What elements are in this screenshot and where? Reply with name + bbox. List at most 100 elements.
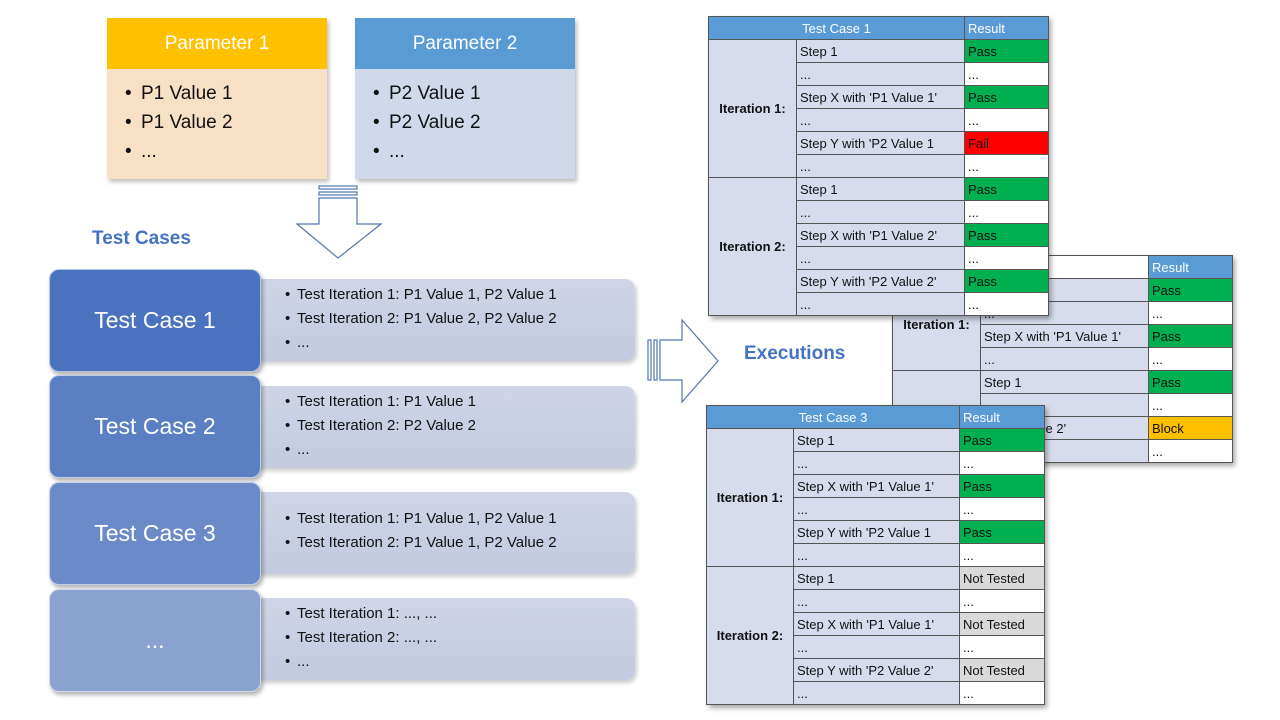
result-cell: ... [959,635,1045,659]
result-cell: ... [964,62,1049,86]
table-row: Step X with 'P1 Value 2'Pass [709,223,1049,247]
result-cell: Not Tested [959,658,1045,682]
result-cell: ... [964,200,1049,224]
result-cell: Not Tested [959,566,1045,590]
table-row: Step X with 'P1 Value 1'Pass [709,85,1049,109]
result-cell: ... [959,497,1045,521]
result-cell: ... [964,292,1049,316]
result-cell: Not Tested [959,612,1045,636]
step-cell: ... [793,543,960,567]
parameter-1-header: Parameter 1 [107,18,327,69]
test-case-1-iterations: Test Iteration 1: P1 Value 1, P2 Value 1… [255,279,635,361]
iteration-item: Test Iteration 1: P1 Value 1, P2 Value 1 [285,283,635,307]
right-arrow-icon [647,318,719,404]
step-cell: Step X with 'P1 Value 1' [793,612,960,636]
result-cell: Pass [1148,370,1234,394]
step-cell: ... [793,589,960,613]
step-cell: Step Y with 'P2 Value 2' [796,269,965,293]
iteration-item: Test Iteration 1: P1 Value 1, P2 Value 1 [285,507,635,531]
step-cell: Step Y with 'P2 Value 1 [793,520,960,544]
step-cell: ... [796,246,965,270]
table-row: Step X with 'P1 Value 1'Pass [893,324,1234,348]
table-row: Step Y with 'P2 Value 2'Not Tested [707,658,1045,682]
table-row: ...... [707,451,1045,475]
iteration-label: Iteration 1: [708,39,797,178]
table-row: ...... [709,246,1049,270]
step-cell: ... [793,497,960,521]
iteration-item: ... [285,331,635,355]
result-cell: Pass [959,428,1045,452]
iteration-item: Test Iteration 2: P1 Value 1, P2 Value 2 [285,531,635,555]
step-cell: Step 1 [796,39,965,63]
test-case-more-iterations: Test Iteration 1: ..., ... Test Iteratio… [255,598,635,680]
execution-title: Test Case 1 [708,16,965,40]
table-row: ...... [707,589,1045,613]
result-cell: ... [964,154,1049,178]
step-cell: ... [796,200,965,224]
test-cases-label: Test Cases [92,228,191,249]
parameter-1-value: P1 Value 1 [125,79,327,108]
step-cell: ... [793,635,960,659]
result-cell: Pass [1148,278,1234,302]
iteration-item: Test Iteration 2: ..., ... [285,626,635,650]
down-arrow-icon [296,185,383,259]
result-cell: Block [1148,416,1234,440]
parameter-2-value: P2 Value 1 [373,79,575,108]
parameter-2-value: P2 Value 2 [373,108,575,137]
result-cell: ... [964,246,1049,270]
result-cell: ... [1148,347,1234,371]
step-cell: ... [796,292,965,316]
iteration-label: Iteration 2: [706,566,794,705]
parameter-1-value: ... [125,137,327,166]
result-cell: ... [959,589,1045,613]
table-row: Step X with 'P1 Value 1'Not Tested [707,612,1045,636]
step-cell: ... [979,347,1150,371]
parameter-2-header: Parameter 2 [355,18,575,69]
parameter-2-box: Parameter 2 P2 Value 1 P2 Value 2 ... [355,18,575,179]
parameter-2-value: ... [373,137,575,166]
iteration-item: Test Iteration 1: P1 Value 1 [285,390,635,414]
table-row: ...... [709,292,1049,316]
result-cell: ... [1148,301,1234,325]
result-cell: ... [959,451,1045,475]
step-cell: ... [796,154,965,178]
step-cell: Step X with 'P1 Value 1' [793,474,960,498]
result-cell: ... [1148,439,1234,463]
table-row: ...... [893,347,1234,371]
test-case-2-box: Test Case 2 [49,375,261,478]
result-header: Result [964,16,1049,40]
table-row: Iteration 1:Step 1 Pass [708,39,1049,178]
result-cell: ... [1148,393,1234,417]
executions-label: Executions [744,343,846,364]
execution-title: Test Case 3 [706,405,960,429]
step-cell: Step 1 [793,566,960,590]
result-cell: ... [959,681,1045,705]
step-cell: Step X with 'P1 Value 1' [796,85,965,109]
table-row: ...... [709,200,1049,224]
iteration-label: Iteration 1: [706,428,794,567]
step-cell: Step X with 'P1 Value 2' [796,223,965,247]
table-row: ...... [707,681,1045,705]
test-case-3-box: Test Case 3 [49,482,261,585]
iteration-item: ... [285,438,635,462]
result-cell: Pass [964,177,1049,201]
result-header: Result [1148,255,1234,279]
result-cell: Pass [964,269,1049,293]
step-cell: Step X with 'P1 Value 1' [979,324,1150,348]
result-cell: Pass [1148,324,1234,348]
step-cell: ... [796,108,965,132]
parameter-1-values: P1 Value 1 P1 Value 2 ... [107,69,327,166]
step-cell: Step 1 [979,370,1150,394]
table-row: ...... [709,62,1049,86]
result-cell: Pass [964,85,1049,109]
result-cell: Pass [959,474,1045,498]
result-header: Result [959,405,1045,429]
iteration-item: ... [285,650,635,674]
result-cell: Fail [964,131,1049,155]
